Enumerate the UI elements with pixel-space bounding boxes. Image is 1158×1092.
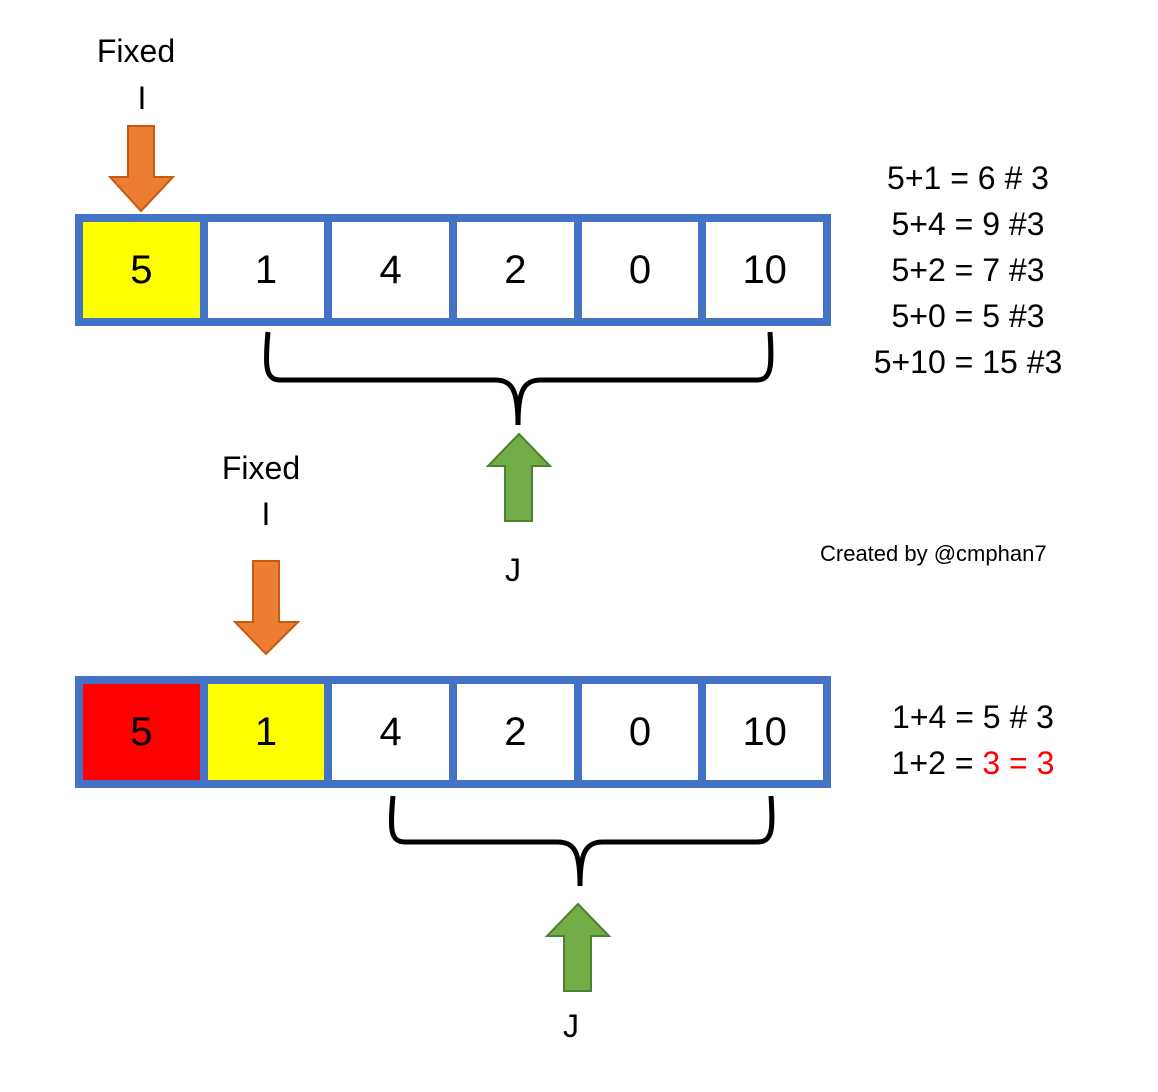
array-cell: 1 — [207, 684, 325, 780]
equation: 5+1 = 6 # 3 — [887, 160, 1049, 196]
equation: 5+0 = 5 #3 — [891, 298, 1045, 334]
array-cell: 4 — [332, 684, 450, 780]
equation-text: 1+2 = — [891, 745, 983, 781]
equation-list-top: 5+1 = 6 # 3 5+4 = 9 #3 5+2 = 7 #3 5+0 = … — [860, 155, 1076, 385]
curly-brace — [264, 331, 774, 426]
down-arrow-icon — [232, 560, 301, 656]
pointer-j-letter: J — [505, 552, 521, 588]
match-highlight: 3 = 3 — [982, 745, 1055, 781]
array-cell: 4 — [332, 222, 450, 318]
pointer-i-letter: I — [261, 496, 271, 532]
pointer-i-letter: I — [137, 80, 147, 116]
array-cell: 0 — [581, 222, 699, 318]
array-cell: 2 — [457, 222, 574, 318]
down-arrow-icon — [107, 125, 176, 213]
fixed-label: Fixed — [96, 33, 176, 69]
array-cell: 2 — [457, 684, 574, 780]
equation: 1+4 = 5 # 3 — [860, 694, 1086, 740]
equation: 5+2 = 7 #3 — [891, 252, 1045, 288]
pointer-j-letter: J — [563, 1008, 579, 1044]
equation: 1+2 = 3 = 3 — [860, 740, 1086, 786]
array-cell: 5 — [83, 222, 200, 318]
curly-brace — [389, 795, 775, 887]
array-cell: 10 — [706, 684, 824, 780]
fixed-label: Fixed — [221, 450, 301, 486]
array-cell: 10 — [706, 222, 824, 318]
array-top: 5 1 4 2 0 10 — [75, 214, 831, 326]
array-cell: 5 — [83, 684, 200, 780]
up-arrow-icon — [485, 432, 553, 522]
array-cell: 1 — [207, 222, 325, 318]
equation: 5+4 = 9 #3 — [891, 206, 1045, 242]
equation-list-bottom: 1+4 = 5 # 3 1+2 = 3 = 3 — [860, 694, 1086, 786]
array-bottom: 5 1 4 2 0 10 — [75, 676, 831, 788]
credit-text: Created by @cmphan7 — [820, 541, 1047, 566]
up-arrow-icon — [544, 902, 612, 992]
equation-text: 1+4 = 5 # 3 — [892, 699, 1054, 735]
equation: 5+10 = 15 #3 — [873, 344, 1063, 380]
array-cell: 0 — [581, 684, 699, 780]
